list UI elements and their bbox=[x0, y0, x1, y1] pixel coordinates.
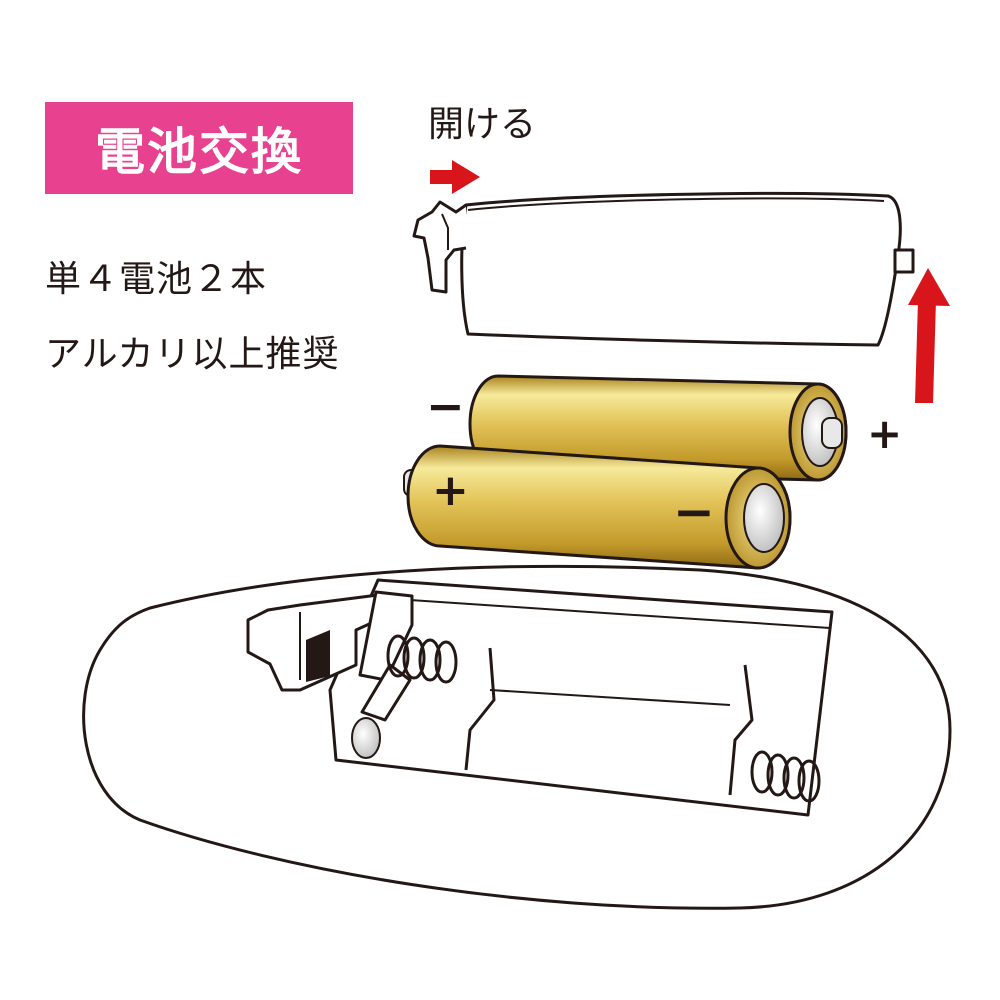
minus-sign-back-battery: − bbox=[426, 379, 465, 433]
open-label: 開ける bbox=[428, 104, 537, 145]
title-badge-bg bbox=[45, 102, 353, 194]
battery-compartment bbox=[246, 578, 834, 817]
plus-sign-back-battery: + bbox=[867, 409, 903, 458]
battery-spec-type: アルカリ以上推奨 bbox=[45, 334, 340, 375]
title-badge: 電池交換 bbox=[95, 123, 303, 181]
battery-front bbox=[403, 444, 792, 570]
spring-top bbox=[386, 634, 458, 684]
spring-bottom bbox=[750, 750, 821, 803]
arrow-right-icon bbox=[430, 160, 480, 194]
battery-spec-count: 単４電池２本 bbox=[45, 259, 268, 300]
plus-sign-front-battery: + bbox=[432, 465, 469, 516]
battery-cover bbox=[412, 191, 915, 347]
arrow-up-icon bbox=[908, 268, 950, 403]
minus-sign-front-battery: − bbox=[673, 483, 715, 541]
